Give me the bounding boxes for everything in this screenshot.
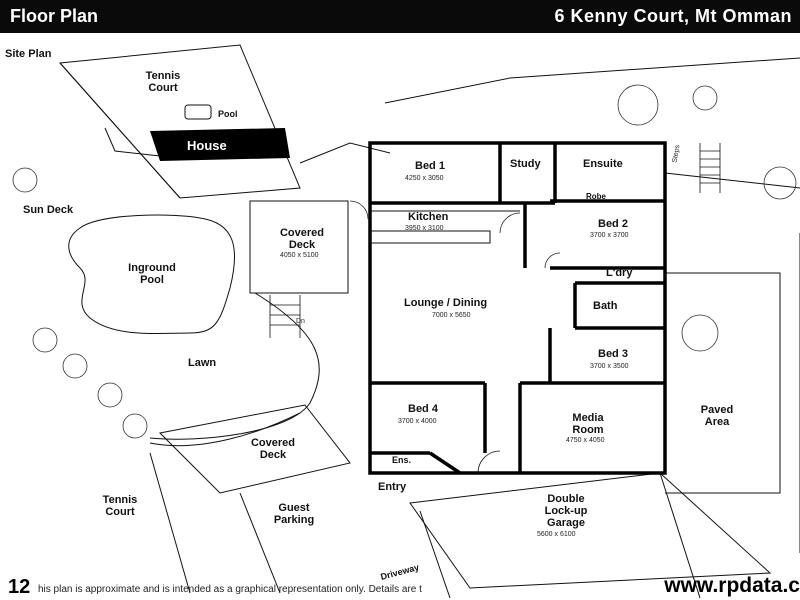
room-media-room-dim: 4750 x 4050	[566, 437, 605, 444]
room-laundry-label: L'dry	[606, 267, 633, 279]
site-plan-title: Site Plan	[5, 48, 52, 60]
site-house-block	[150, 128, 290, 161]
lawn-label: Lawn	[188, 357, 217, 369]
tree-icon	[97, 382, 123, 408]
room-bed-1-dim: 4250 x 3050	[405, 175, 444, 182]
tree-icon	[763, 166, 797, 200]
room-bath-label: Bath	[593, 300, 618, 312]
room-entry-label: Entry	[378, 481, 407, 493]
dn-label: Dn	[296, 318, 305, 325]
room-robe-label: Robe	[586, 192, 606, 201]
tree-icon	[62, 353, 88, 379]
room-lounge-dining-label: Lounge / Dining	[404, 297, 488, 309]
inground-pool-label: Inground Pool	[128, 262, 176, 286]
room-kitchen-label: Kitchen	[408, 211, 449, 223]
pool-outline	[68, 214, 236, 335]
room-bed-2-label: Bed 2	[598, 218, 628, 230]
guest-parking-label: Guest Parking	[273, 502, 315, 526]
tree-icon	[617, 84, 659, 126]
site-house-label: House	[187, 138, 227, 153]
room-covered-deck-2-label: Covered Deck	[250, 437, 296, 461]
room-ensuite-label: Ensuite	[583, 158, 623, 170]
tree-icon	[12, 167, 38, 193]
house-outline	[368, 141, 667, 475]
tree-icon	[122, 413, 148, 439]
page-title: Floor Plan	[10, 6, 99, 26]
website-link[interactable]: www.rpdata.c	[664, 574, 800, 597]
garage-driveway-outline	[409, 472, 772, 589]
room-bed-3-dim: 3700 x 3500	[590, 363, 629, 370]
room-bed-2-dim: 3700 x 3700	[590, 232, 629, 239]
tree-icon	[692, 85, 718, 111]
room-bed-4-dim: 3700 x 4000	[398, 418, 437, 425]
room-lounge-dining-dim: 7000 x 5650	[432, 312, 471, 319]
covered-deck-2-outline	[158, 404, 351, 494]
room-study-label: Study	[510, 158, 541, 170]
tree-icon	[681, 314, 719, 352]
plan-disclaimer: his plan is approximate and is intended …	[38, 584, 422, 595]
room-media-room-label: Media Room	[572, 412, 604, 436]
tree-icon	[32, 327, 58, 353]
room-bed-3-label: Bed 3	[598, 348, 628, 360]
room-covered-deck-dim: 4050 x 5100	[280, 252, 319, 259]
page-number: 12	[8, 576, 31, 598]
site-plan-boundary	[58, 44, 301, 199]
site-tennis-court-label: Tennis Court	[145, 70, 181, 94]
header-bar: Floor Plan 6 Kenny Court, Mt Omman	[0, 0, 800, 33]
property-address: 6 Kenny Court, Mt Omman	[554, 6, 792, 26]
tennis-court-label: Tennis Court	[102, 494, 138, 518]
room-garage-label: Double Lock-up Garage	[544, 493, 588, 529]
sun-deck-label: Sun Deck	[23, 204, 74, 216]
room-covered-deck-label: Covered Deck	[279, 227, 325, 251]
room-bed-4-label: Bed 4	[408, 403, 438, 415]
site-pool-label: Pool	[218, 109, 238, 119]
room-ens-label: Ens.	[392, 455, 412, 465]
room-bed-1-label: Bed 1	[415, 160, 445, 172]
floor-plan-drawing	[12, 44, 800, 599]
room-garage-dim: 5600 x 6100	[537, 531, 576, 538]
room-kitchen-dim: 3950 x 3100	[405, 225, 444, 232]
paved-area-label: Paved Area	[700, 404, 734, 428]
property-boundary-top	[384, 57, 800, 104]
